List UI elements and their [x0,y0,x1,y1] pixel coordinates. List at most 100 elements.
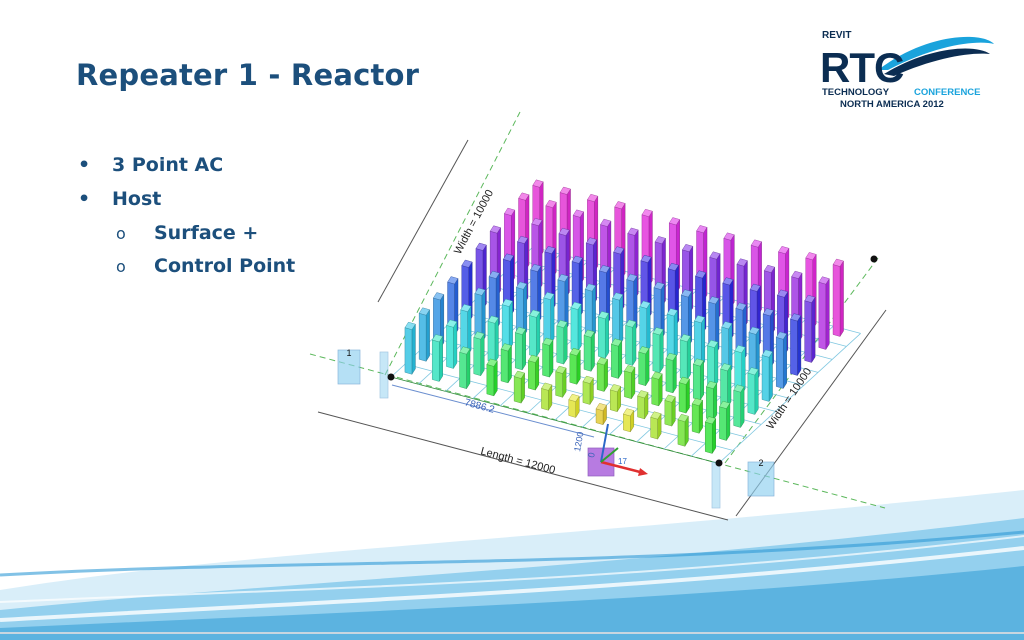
grid-bar-top [596,357,608,366]
grid-bar-side [549,339,554,378]
grid-bar-top [625,319,637,328]
grid-bar-side [577,303,582,352]
grid-bar [459,351,467,389]
width-dimension-line [377,139,469,303]
grid-bar [570,307,579,352]
grid-bar [652,332,661,373]
grid-bar-side [508,300,513,351]
grid-bar [583,335,592,372]
grid-bar [804,300,812,363]
logo-line1: REVIT [822,30,851,41]
grid-bar [529,315,537,358]
bullet-text: Host [112,188,162,210]
grid-bar-top [585,237,598,246]
grid-bar-top [502,253,515,262]
grid-bar-top [748,326,760,335]
grid-bar-top [805,252,817,261]
grid-bar-top [678,376,690,385]
grid-bar-side [411,323,416,375]
grid-bar [500,348,509,384]
grid-bar-side [754,368,759,416]
grid-bar-top [750,239,762,248]
grid-bar-top [595,403,607,411]
grid-bar-top [804,294,816,303]
grid-line [718,333,861,464]
inner-dimension-label: 7886.2 [463,397,496,416]
grid-bar-top [461,259,473,268]
grid-bar-top [736,258,748,267]
grid-bar-top [583,329,595,338]
grid-bar-top [677,413,689,422]
grid-bar-top [570,301,582,310]
logo-line3b: CONFERENCE [914,87,981,98]
grid-bar-top [501,298,513,307]
grid-bar [513,376,522,404]
grid-bar [596,362,605,392]
grid-bar-top [653,281,665,290]
grid-bar-top [556,319,568,328]
grid-bar-top [541,382,553,391]
grid-bar-top [609,384,622,393]
grid-bar-top [568,393,580,402]
grid-bar [638,351,646,386]
grid-bar-side [493,360,498,397]
offset-side-label: 0 [586,452,597,459]
grid-bar-top [691,398,703,407]
grid-bar-side [425,309,430,362]
grid-bar-top [542,337,554,346]
grid-bar-top [791,270,803,279]
sub-bullet-marker: o [116,257,126,276]
grid-bar [679,339,688,381]
control-point-gizmo[interactable]: 17 [587,423,648,477]
grid-bar [555,371,563,398]
grid-bar-side [713,382,718,421]
endpoint-dot[interactable] [715,459,723,467]
grid-bar [625,325,633,366]
grid-bar-top [489,225,501,234]
grid-bar-top [569,347,581,356]
grid-bar-top [532,179,544,188]
grid-bar-top [668,217,681,226]
grid-bar-top [637,390,649,399]
grid-bar-top [486,358,498,367]
decorative-waves [0,490,1024,640]
grid-bar-top [418,307,430,316]
grid-bar-side [686,335,691,381]
sub-bullet-marker: o [116,224,126,243]
grid-bar-top [720,363,732,372]
grid-bar-side [536,311,541,358]
grid-bar-top [623,408,635,417]
grid-bar-side [439,335,443,383]
grid-bar-top [557,273,569,282]
grid-bar-top [651,371,663,380]
grid-bar [515,332,523,371]
grid-bar-top [597,311,610,320]
grid-bar-top [555,365,567,374]
grid-bar-top [734,345,746,354]
grid-bar-top [504,207,516,216]
grid-bar-top [530,263,542,272]
grid-bar-side [563,321,568,365]
grid-bar [693,363,701,401]
grid-bar-top [641,208,653,217]
grid-bar-top [818,276,830,285]
grid-bar [790,318,798,376]
marker-label: 2 [758,458,763,468]
grid-bar [666,313,675,360]
grid-bar-top [404,321,416,330]
grid-bar-top [722,277,734,286]
grid-bar-side [701,316,706,368]
grid-bar-top [708,296,720,305]
grid-bar [432,339,440,382]
grid-bar [446,325,454,369]
grid-bar-top [679,334,691,342]
grid-bar-side [646,302,651,354]
grid-bar [569,353,578,385]
grid-bar-top [667,262,679,271]
endpoint-dot[interactable] [387,373,395,381]
guide-line [724,257,879,464]
grid-bar-top [694,315,706,324]
grid-bar-side [714,341,719,388]
endpoint-dot[interactable] [870,255,878,263]
